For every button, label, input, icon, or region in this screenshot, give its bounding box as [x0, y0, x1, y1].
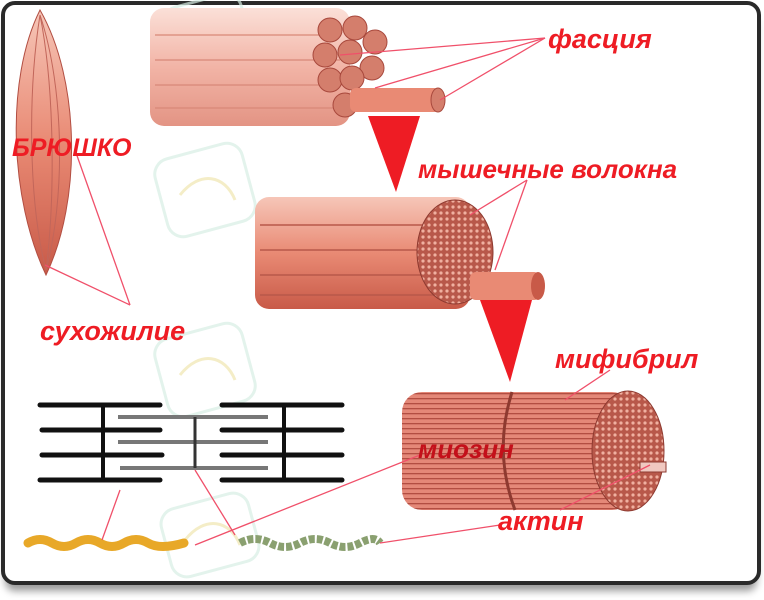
label-myofibril: мифибрил [555, 344, 699, 374]
myosin-filament [23, 535, 189, 551]
label-myosin: миозин [418, 434, 514, 464]
arrow-down-1 [368, 116, 420, 192]
myofibril-cylinder [402, 390, 667, 512]
label-belly: БРЮШКО [12, 134, 132, 162]
label-fascia: фасция [548, 24, 652, 54]
sarcomere-schematic [37, 402, 345, 483]
pointer-lines [44, 37, 651, 546]
label-muscle-fibers: мышечные волокна [418, 154, 677, 184]
label-tendon: сухожилие [40, 316, 185, 346]
belly-striations [31, 14, 61, 271]
muscle-belly [15, 8, 73, 277]
fascia-bundle [150, 8, 446, 126]
actin-filament [238, 535, 384, 551]
arrow-down-2 [480, 300, 532, 382]
label-actin: актин [498, 506, 584, 536]
muscle-fiber-bundle [255, 197, 545, 309]
